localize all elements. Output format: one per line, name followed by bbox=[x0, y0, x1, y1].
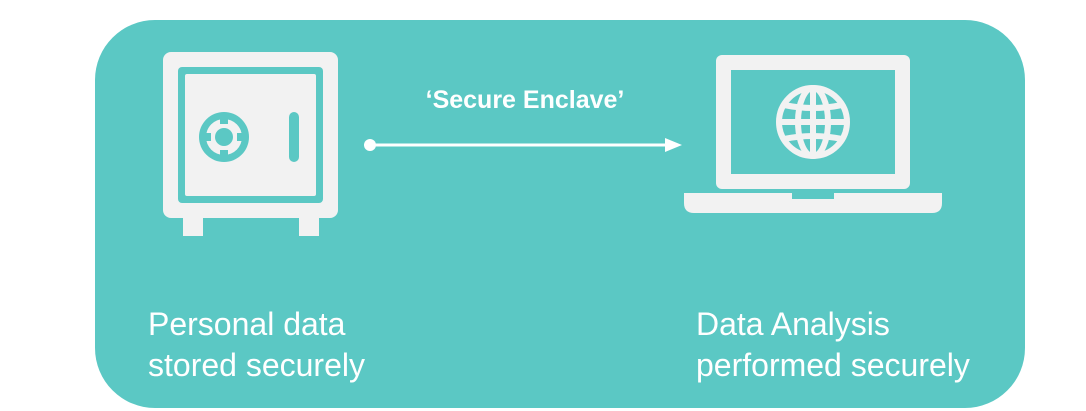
arrow-label: ‘Secure Enclave’ bbox=[425, 86, 625, 114]
laptop-globe-icon bbox=[684, 55, 942, 213]
safe-icon bbox=[163, 52, 338, 236]
flow-arrow bbox=[364, 138, 682, 152]
data-analysis-caption: Data Analysis performed securely bbox=[696, 304, 970, 386]
personal-data-caption-line1: Personal data bbox=[148, 306, 346, 342]
data-analysis-caption-line1: Data Analysis bbox=[696, 306, 890, 342]
personal-data-caption-line2: stored securely bbox=[148, 347, 365, 383]
personal-data-caption: Personal data stored securely bbox=[148, 304, 365, 386]
data-analysis-caption-line2: performed securely bbox=[696, 347, 970, 383]
